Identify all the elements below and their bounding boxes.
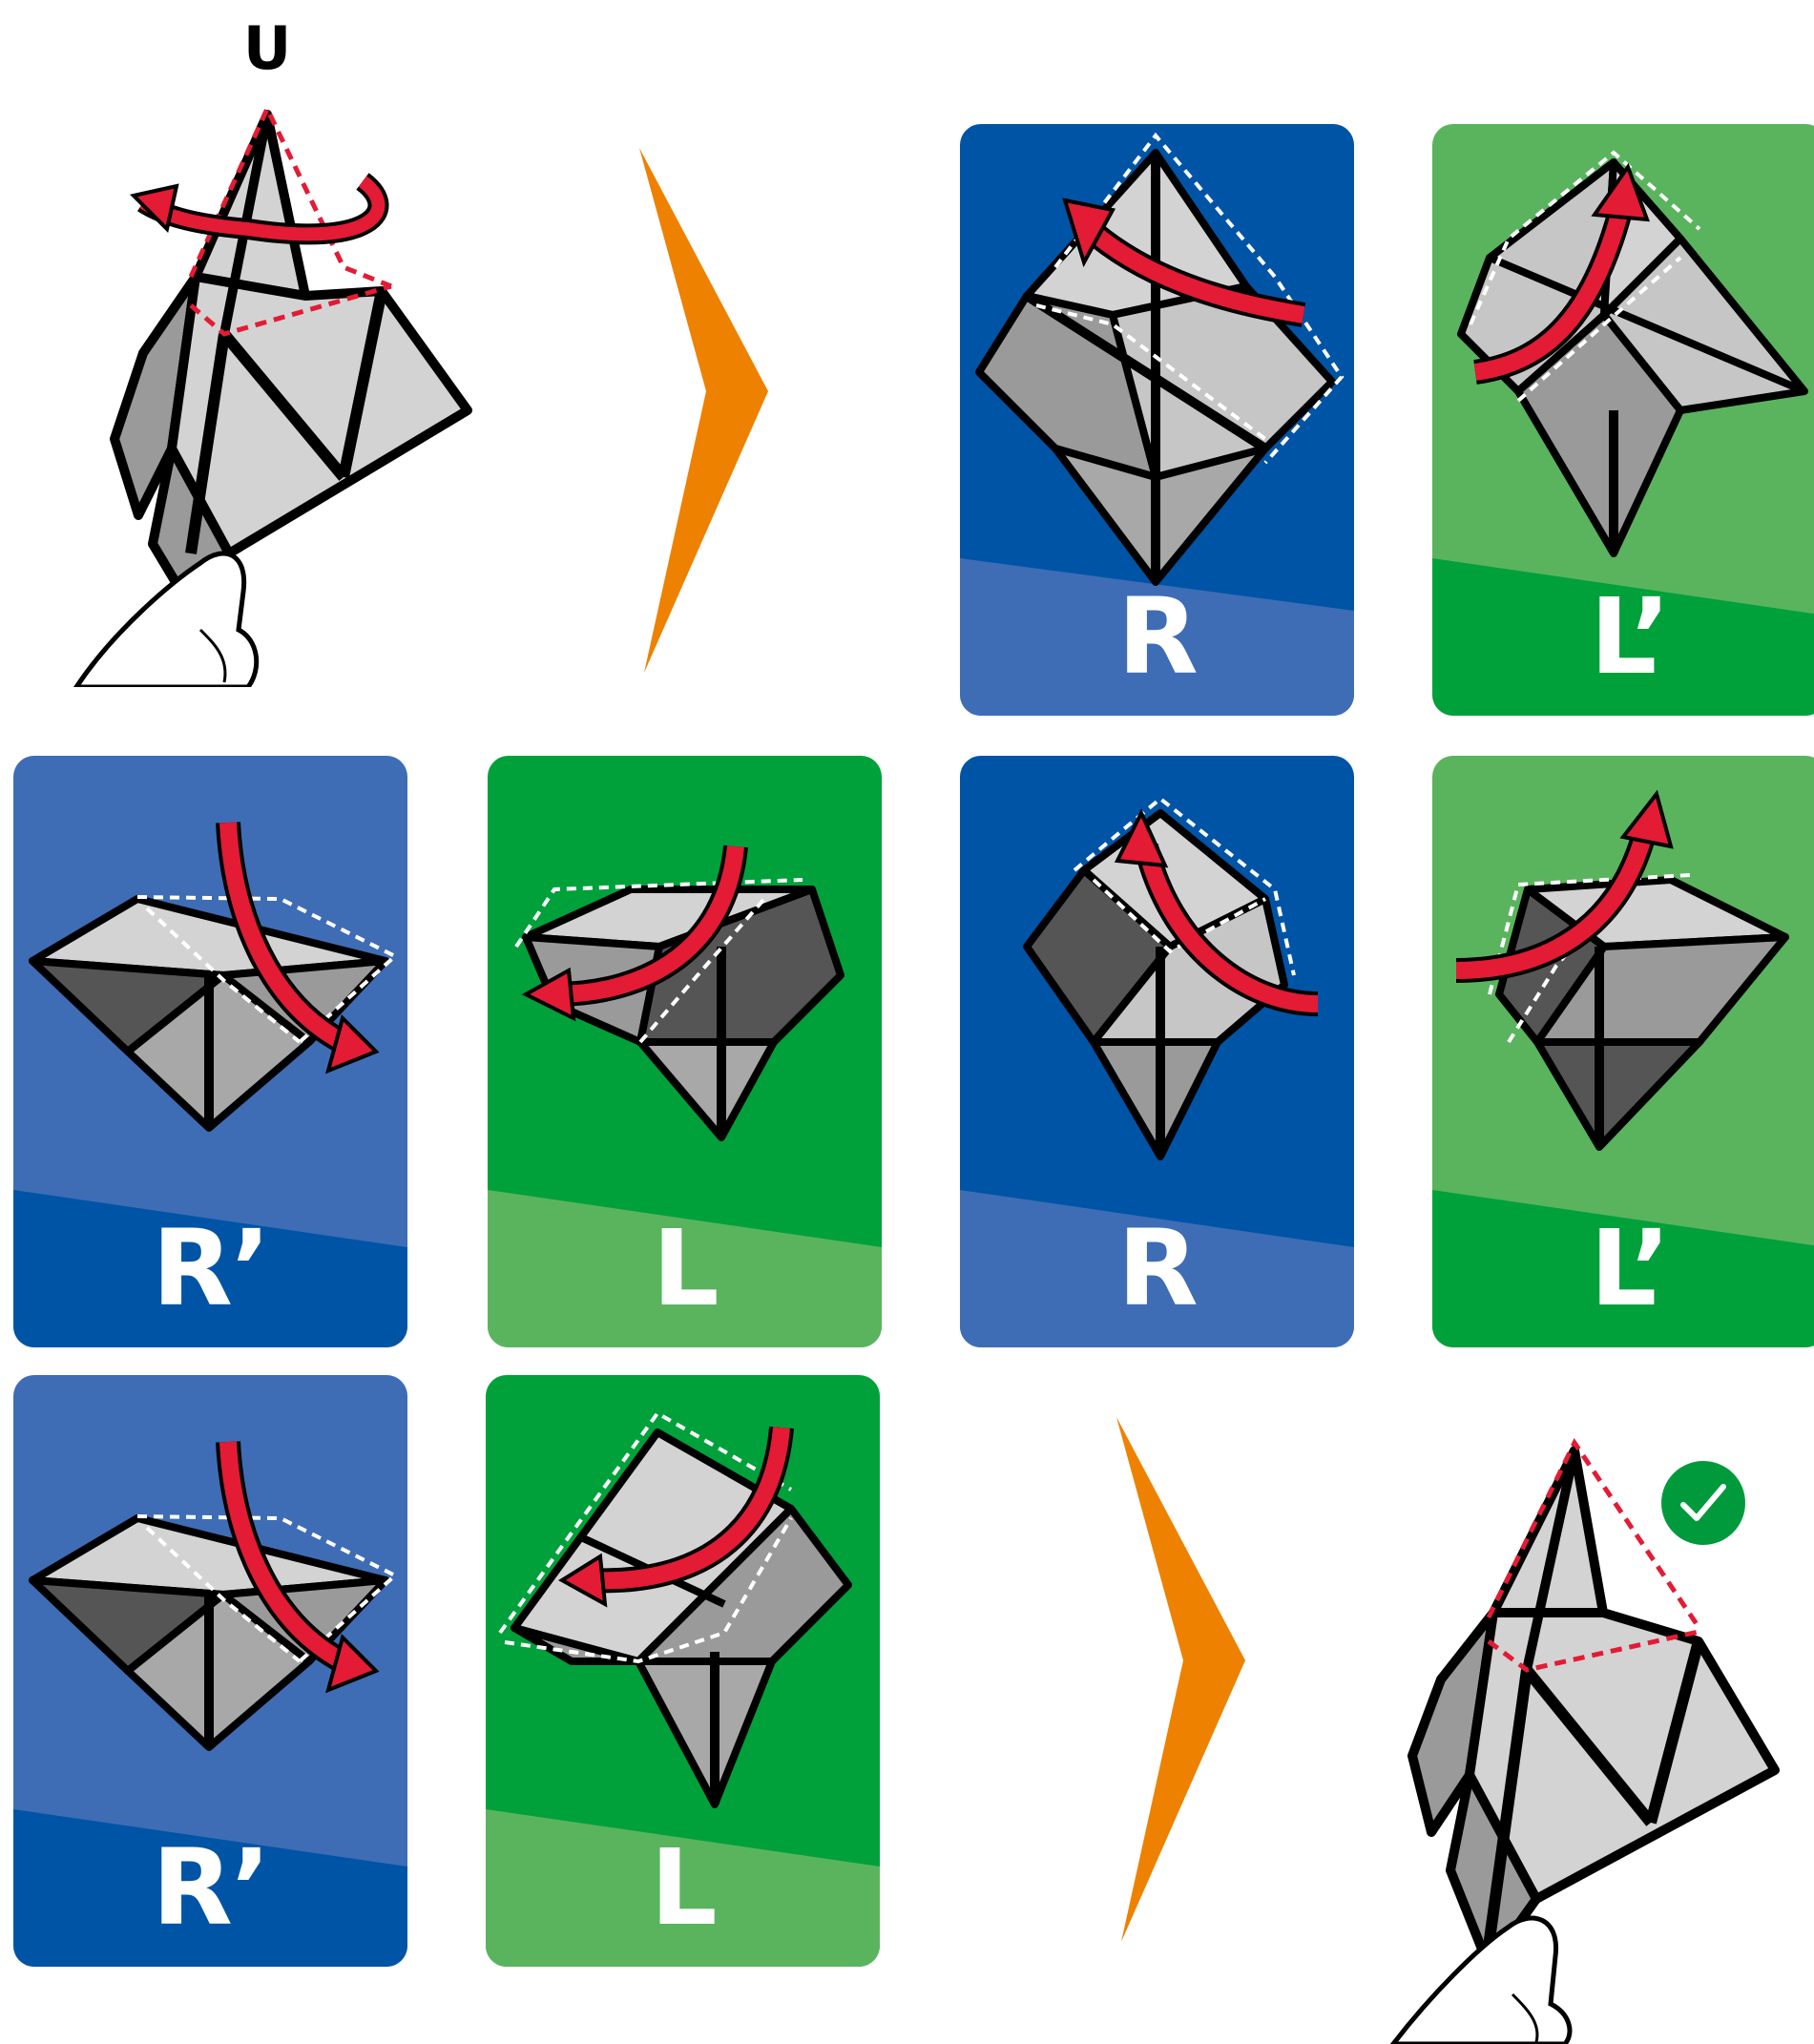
- step-card-2: L’: [1432, 124, 1814, 716]
- move-label: L: [488, 1206, 882, 1330]
- step-card-7: R’: [13, 1375, 407, 1967]
- move-label: L: [486, 1825, 880, 1950]
- move-label: L’: [1432, 1206, 1814, 1330]
- move-label: R’: [13, 1825, 407, 1950]
- solved-pyramid-illustration: [1374, 1431, 1813, 2044]
- step-card-4: L: [488, 756, 882, 1347]
- checkmark-icon: [1660, 1460, 1746, 1546]
- next-chevron-icon: [635, 143, 778, 678]
- step-card-3: R’: [13, 756, 407, 1347]
- move-label: R’: [13, 1206, 407, 1330]
- step-card-1: R: [960, 124, 1354, 716]
- intro-pyramid-illustration: [57, 95, 496, 687]
- u-move-label: U: [239, 13, 296, 83]
- move-label: R: [960, 574, 1354, 699]
- step-card-8: L: [486, 1375, 880, 1967]
- next-chevron-icon: [1112, 1412, 1255, 1947]
- step-card-6: L’: [1432, 756, 1814, 1347]
- move-label: R: [960, 1206, 1354, 1330]
- step-card-5: R: [960, 756, 1354, 1347]
- move-label: L’: [1432, 574, 1814, 699]
